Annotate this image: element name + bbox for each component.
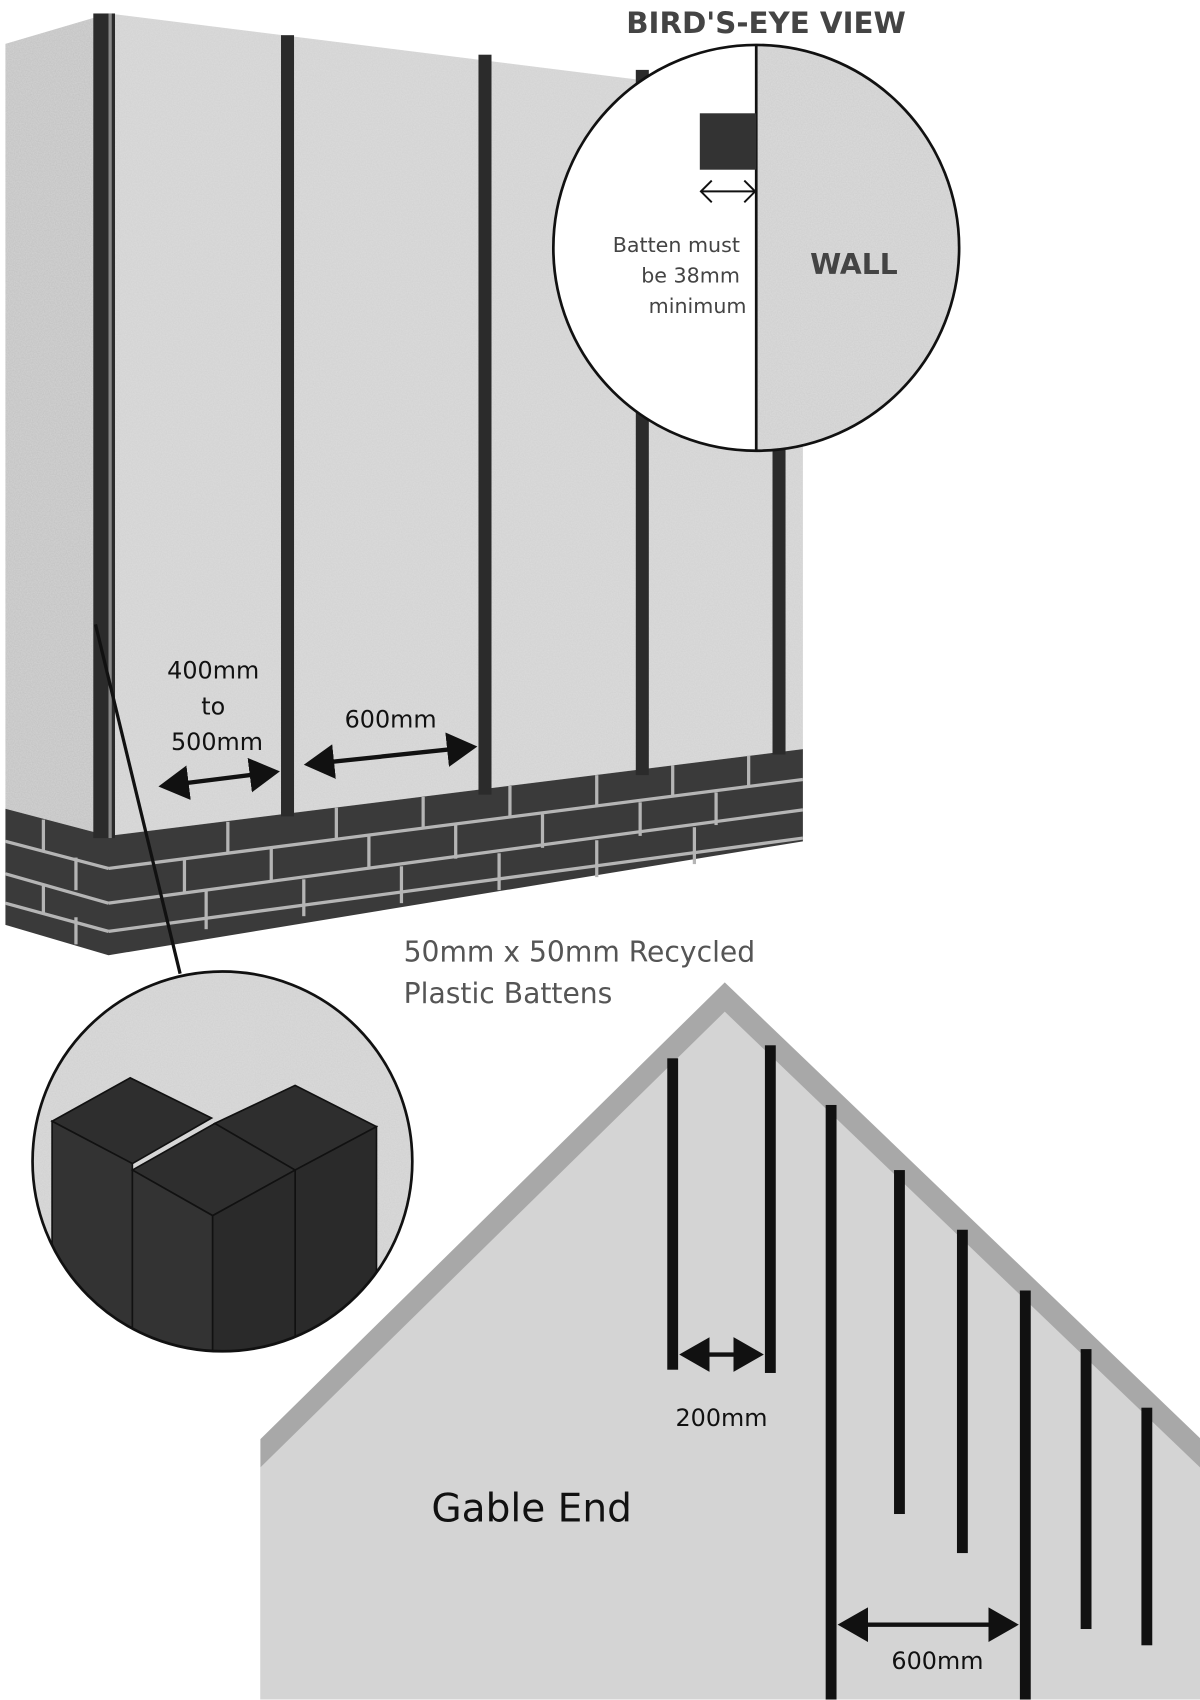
batten — [1080, 1349, 1092, 1630]
batten-cross-section — [699, 113, 757, 170]
batten-minimum-note: Batten must be 38mm minimum — [613, 233, 747, 318]
gable-end-label: Gable End — [431, 1487, 631, 1532]
spacing-mid-label: 600mm — [345, 705, 437, 733]
gable-spacing-small-label: 200mm — [676, 1404, 768, 1432]
gable-battens — [667, 1045, 1153, 1700]
batten — [281, 35, 295, 817]
batten — [894, 1170, 905, 1515]
brick-base — [4, 749, 804, 956]
batten — [667, 1058, 679, 1370]
batten — [478, 54, 492, 795]
gable-end-illustration: 200mm 600mm Gable End — [260, 982, 1200, 1700]
spacing-arrow-mid — [303, 732, 478, 779]
birds-eye-title: BIRD'S-EYE VIEW — [626, 6, 906, 40]
batten — [825, 1104, 837, 1700]
gable-spacing-large-label: 600mm — [891, 1647, 983, 1675]
batten-width-arrow — [699, 179, 757, 203]
batten — [1019, 1290, 1031, 1700]
spacing-arrow-end — [158, 757, 280, 800]
detail-leader-line — [93, 623, 182, 975]
spacing-end-label: 400mm to 500mm — [167, 657, 267, 757]
batten — [956, 1229, 968, 1554]
batten — [764, 1045, 776, 1373]
batten — [1141, 1407, 1153, 1646]
batten-caption: 50mm x 50mm Recycled Plastic Battens — [404, 936, 764, 1010]
batten-detail-view — [31, 970, 414, 1353]
wall-label: WALL — [810, 248, 898, 281]
